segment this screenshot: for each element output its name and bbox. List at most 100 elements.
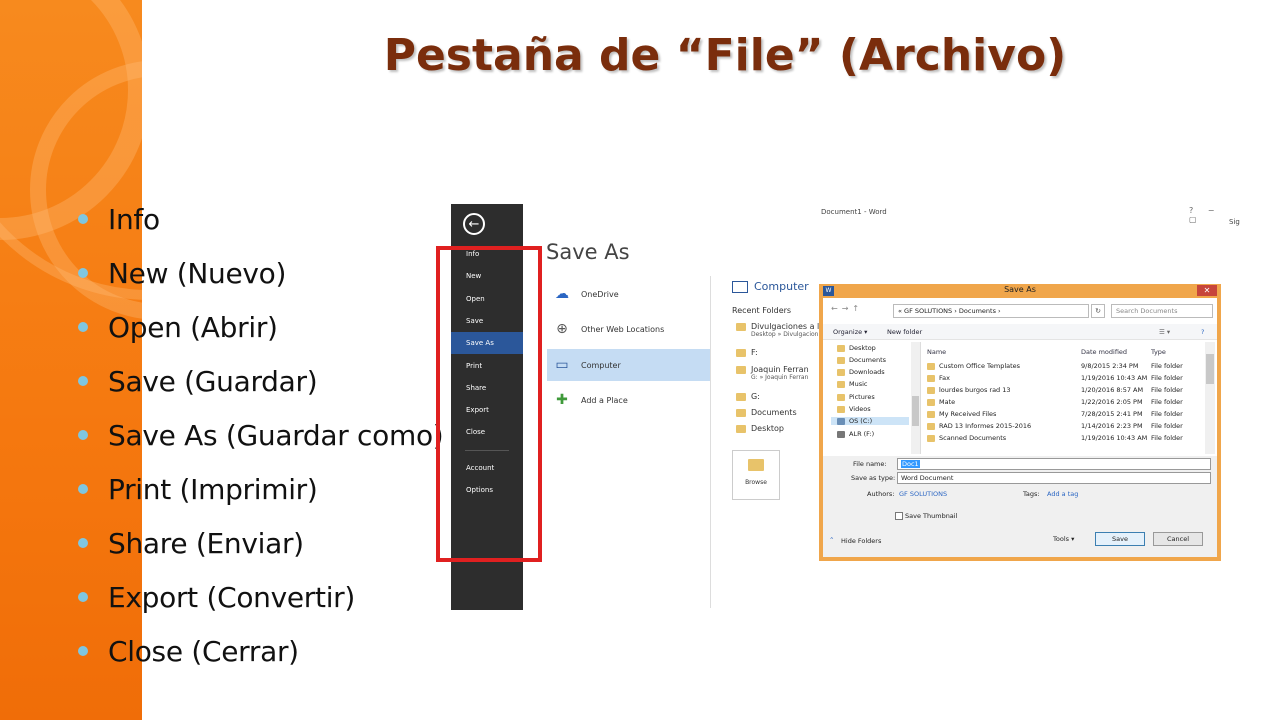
nav-arrows-icon[interactable]: ←→↑ <box>831 304 864 313</box>
bullet-item: Open (Abrir) <box>78 300 443 354</box>
bullet-dot-icon <box>78 268 88 278</box>
tree-item-music[interactable]: Music <box>837 380 868 388</box>
window-controls[interactable]: ? − ▢ <box>1189 206 1221 224</box>
recent-folder-item[interactable]: Documents <box>736 408 797 417</box>
tree-item-documents[interactable]: Documents <box>837 356 886 364</box>
computer-heading: Computer <box>732 280 809 293</box>
file-name-value: Doc1 <box>901 460 920 468</box>
recent-folder-path: G: » Joaquin Ferran <box>751 374 809 381</box>
help-icon[interactable]: ? <box>1201 328 1205 336</box>
tree-item-downloads[interactable]: Downloads <box>837 368 885 376</box>
column-header-name[interactable]: Name <box>927 348 947 356</box>
tree-item-os-c[interactable]: OS (C:) <box>831 417 909 425</box>
file-name-field[interactable]: Doc1 <box>897 458 1211 470</box>
folder-icon <box>927 423 935 430</box>
place-add-a-place[interactable]: ✚Add a Place <box>547 384 711 416</box>
backstage-item-save[interactable]: Save <box>466 317 484 325</box>
backstage-item-account[interactable]: Account <box>466 464 495 472</box>
recent-folder-item[interactable]: F: <box>736 348 758 357</box>
backstage-item-share[interactable]: Share <box>466 384 487 392</box>
backstage-item-info[interactable]: Info <box>466 250 480 258</box>
save-button[interactable]: Save <box>1095 532 1145 546</box>
bullet-dot-icon <box>78 322 88 332</box>
add-tag-link[interactable]: Add a tag <box>1047 490 1079 498</box>
file-date: 1/22/2016 2:05 PM <box>1081 398 1143 406</box>
file-name: My Received Files <box>939 410 997 418</box>
scroll-thumb[interactable] <box>1206 354 1214 384</box>
bullet-dot-icon <box>78 484 88 494</box>
save-thumbnail-checkbox[interactable] <box>895 512 903 520</box>
dialog-toolbar: Organize ▾ New folder ☰ ▾ ? <box>823 324 1217 340</box>
recent-folder-path: Desktop » Divulgacion <box>751 331 819 338</box>
chevron-up-icon[interactable]: ⌃ <box>829 536 835 544</box>
tree-item-pictures[interactable]: Pictures <box>837 393 875 401</box>
refresh-icon[interactable]: ↻ <box>1091 304 1105 318</box>
recent-folder-item[interactable]: G: <box>736 392 760 401</box>
bullet-dot-icon <box>78 538 88 548</box>
back-arrow-icon[interactable]: ← <box>463 213 485 235</box>
tree-label: ALR (F:) <box>849 430 875 438</box>
file-list-scrollbar[interactable] <box>1205 342 1215 454</box>
bullet-text: Print (Imprimir) <box>108 472 318 506</box>
save-type-select[interactable]: Word Document <box>897 472 1211 484</box>
word-app-icon: W <box>823 286 834 296</box>
authors-value[interactable]: GF SOLUTIONS <box>899 490 948 498</box>
address-bar[interactable]: « GF SOLUTIONS › Documents › <box>893 304 1089 318</box>
backstage-item-save-as[interactable]: Save As <box>451 332 523 354</box>
place-onedrive[interactable]: ☁OneDrive <box>547 278 711 310</box>
file-type: File folder <box>1151 422 1183 430</box>
hide-folders-button[interactable]: Hide Folders <box>841 537 882 545</box>
backstage-item-open[interactable]: Open <box>466 295 485 303</box>
file-type: File folder <box>1151 410 1183 418</box>
file-name: lourdes burgos rad 13 <box>939 386 1011 394</box>
sign-in-link[interactable]: Sig <box>1229 218 1240 226</box>
column-header-date[interactable]: Date modified <box>1081 348 1128 356</box>
divider <box>710 276 711 608</box>
bullet-dot-icon <box>78 214 88 224</box>
tools-button[interactable]: Tools ▾ <box>1053 535 1075 543</box>
backstage-item-options[interactable]: Options <box>466 486 494 494</box>
view-options-icon[interactable]: ☰ ▾ <box>1159 328 1171 336</box>
column-header-type[interactable]: Type <box>1151 348 1166 356</box>
recent-folder-name: Desktop <box>751 424 784 433</box>
folder-icon <box>837 380 845 388</box>
close-icon[interactable]: ✕ <box>1197 285 1217 296</box>
file-type: File folder <box>1151 434 1183 442</box>
bullet-item: Share (Enviar) <box>78 516 443 570</box>
highlight-box <box>436 246 542 562</box>
tree-scrollbar[interactable] <box>911 342 920 454</box>
cancel-button[interactable]: Cancel <box>1153 532 1203 546</box>
scroll-thumb[interactable] <box>912 396 919 426</box>
recent-folder-name: G: <box>751 392 760 401</box>
folder-icon <box>837 368 845 376</box>
backstage-item-print[interactable]: Print <box>466 362 483 370</box>
recent-folder-item[interactable]: Desktop <box>736 424 784 433</box>
backstage-item-export[interactable]: Export <box>466 406 489 414</box>
backstage-item-new[interactable]: New <box>466 272 482 280</box>
slide-title: Pestaña de “File” (Archivo) <box>383 30 1067 81</box>
tree-item-videos[interactable]: Videos <box>837 405 871 413</box>
file-type: File folder <box>1151 398 1183 406</box>
new-folder-button[interactable]: New folder <box>887 328 923 336</box>
save-as-dialog: W Save As ✕ ←→↑ « GF SOLUTIONS › Documen… <box>819 284 1221 561</box>
search-input[interactable]: Search Documents <box>1111 304 1213 318</box>
browse-button[interactable]: Browse <box>732 450 780 500</box>
backstage-item-close[interactable]: Close <box>466 428 486 436</box>
plus-icon: ✚ <box>556 392 568 408</box>
organize-button[interactable]: Organize ▾ <box>833 328 868 336</box>
place-other-web-locations[interactable]: ⊕Other Web Locations <box>547 313 711 345</box>
computer-icon: ▭ <box>555 357 569 373</box>
save-thumbnail-label: Save Thumbnail <box>905 512 958 520</box>
tree-item-desktop[interactable]: Desktop <box>837 344 876 352</box>
tree-item-alr-f[interactable]: ALR (F:) <box>837 430 874 438</box>
place-computer[interactable]: ▭Computer <box>547 349 711 381</box>
